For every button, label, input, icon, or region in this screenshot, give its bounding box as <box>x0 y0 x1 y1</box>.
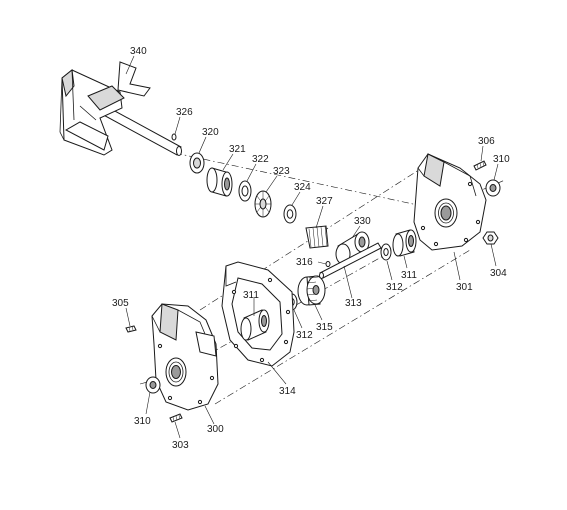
label-312-left: 312 <box>296 330 313 341</box>
label-327: 327 <box>316 196 333 207</box>
label-313: 313 <box>345 298 362 309</box>
label-320: 320 <box>202 127 219 138</box>
part-321-bearing <box>206 167 233 197</box>
part-301-right-housing <box>413 153 487 251</box>
part-311-bearing-left <box>240 309 270 341</box>
part-326-key <box>171 133 177 141</box>
label-306: 306 <box>478 136 495 147</box>
part-313-shaft <box>319 242 382 279</box>
part-306-bolt <box>473 160 487 171</box>
part-303-bolt <box>169 413 183 423</box>
label-330: 330 <box>354 216 371 227</box>
label-314: 314 <box>279 386 296 397</box>
label-324: 324 <box>294 182 311 193</box>
label-326: 326 <box>176 107 193 118</box>
part-311-bearing-right <box>392 229 417 257</box>
label-312-right: 312 <box>386 282 403 293</box>
label-303: 303 <box>172 440 189 451</box>
label-311-right: 311 <box>401 270 417 281</box>
label-315: 315 <box>316 322 333 333</box>
part-305-bolt <box>125 325 137 333</box>
label-304: 304 <box>490 268 507 279</box>
part-304-nut <box>482 231 499 245</box>
part-315-pinion-gear <box>297 275 326 306</box>
label-340: 340 <box>130 46 147 57</box>
part-316-key <box>325 261 331 267</box>
part-320-washer <box>189 152 205 174</box>
part-340-auger-shaft <box>59 61 182 156</box>
label-305: 305 <box>112 298 129 309</box>
label-316: 316 <box>296 257 313 268</box>
part-310-fitting-left <box>145 376 161 394</box>
label-310-right: 310 <box>493 154 510 165</box>
part-312-washer-right <box>380 243 392 261</box>
part-310-fitting-right <box>485 179 501 197</box>
part-323-gear-disc <box>254 190 272 218</box>
part-labels: 340 326 320 321 322 323 324 327 330 316 … <box>112 46 510 451</box>
label-301: 301 <box>456 282 473 293</box>
label-322: 322 <box>252 154 269 165</box>
part-327-worm-gear <box>305 225 329 249</box>
label-310-left: 310 <box>134 416 151 427</box>
label-300: 300 <box>207 424 224 435</box>
label-323: 323 <box>273 166 290 177</box>
part-300-left-housing <box>151 303 219 411</box>
label-311-left: 311 <box>243 290 259 301</box>
leader-lines <box>125 55 499 439</box>
part-322-washer <box>238 180 252 202</box>
label-321: 321 <box>229 144 246 155</box>
part-324-washer <box>283 204 297 224</box>
